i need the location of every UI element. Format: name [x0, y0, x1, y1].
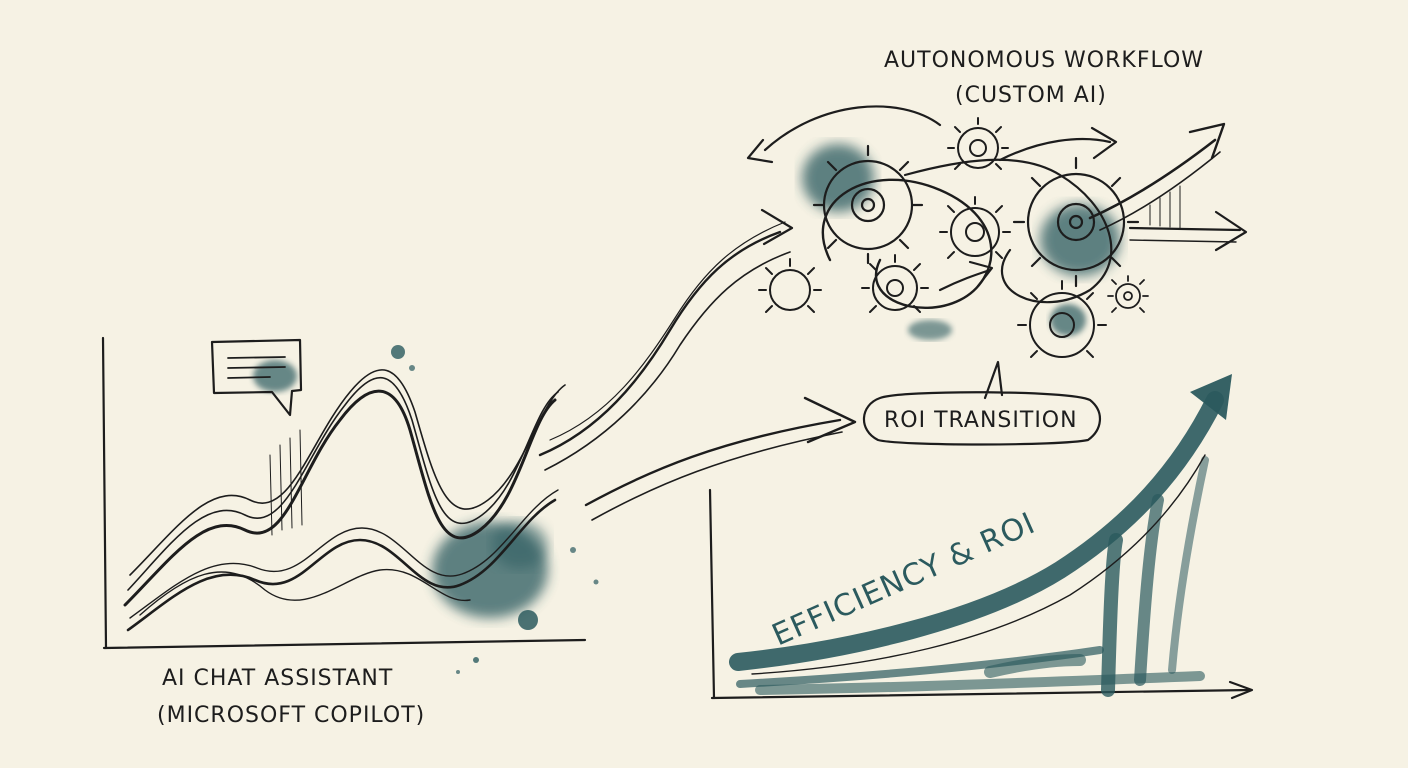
gear-icon-large-right — [1012, 156, 1140, 288]
efficiency-y-axis — [708, 488, 716, 700]
chat-assistant-label-line2: (MICROSOFT COPILOT) — [157, 703, 425, 728]
chat-chart-y-axis — [101, 336, 108, 650]
roi-transition-label: ROI TRANSITION — [884, 408, 1078, 433]
autonomous-workflow: AUTONOMOUS WORKFLOW (CUSTOM AI) — [746, 48, 1248, 358]
workflow-output-arrows-icon — [1088, 122, 1248, 252]
efficiency-arrow-icon — [1190, 374, 1232, 420]
efficiency-x-axis — [710, 688, 1252, 700]
chat-chart-waves — [123, 369, 566, 632]
gear-icon-tiny — [1107, 275, 1149, 313]
autonomous-label-line1: AUTONOMOUS WORKFLOW — [884, 48, 1204, 73]
chat-assistant-chart: AI CHAT ASSISTANT (MICROSOFT COPILOT) — [101, 208, 794, 728]
autonomous-label-line2: (CUSTOM AI) — [955, 83, 1107, 108]
speech-bubble-icon — [210, 338, 303, 417]
gear-icon-lower-right — [1017, 280, 1107, 358]
roi-transition: ROI TRANSITION — [584, 360, 1101, 521]
roi-arrow-icon — [584, 396, 857, 521]
roi-transition-bubble — [862, 360, 1101, 446]
gear-icon-small-top — [947, 117, 1009, 170]
workflow-loop-arrows — [746, 105, 1118, 309]
gear-icon-center — [939, 196, 1011, 259]
gear-icon-large-left — [812, 144, 924, 265]
gear-icon-bottom — [861, 254, 929, 313]
efficiency-wash-bars — [729, 391, 1224, 697]
chat-to-workflow-stream — [538, 208, 794, 471]
gear-icon-left-edge — [758, 258, 822, 313]
chat-assistant-label-line1: AI CHAT ASSISTANT — [162, 666, 393, 691]
ink-splash — [391, 345, 599, 674]
chat-chart-x-axis — [102, 638, 587, 650]
